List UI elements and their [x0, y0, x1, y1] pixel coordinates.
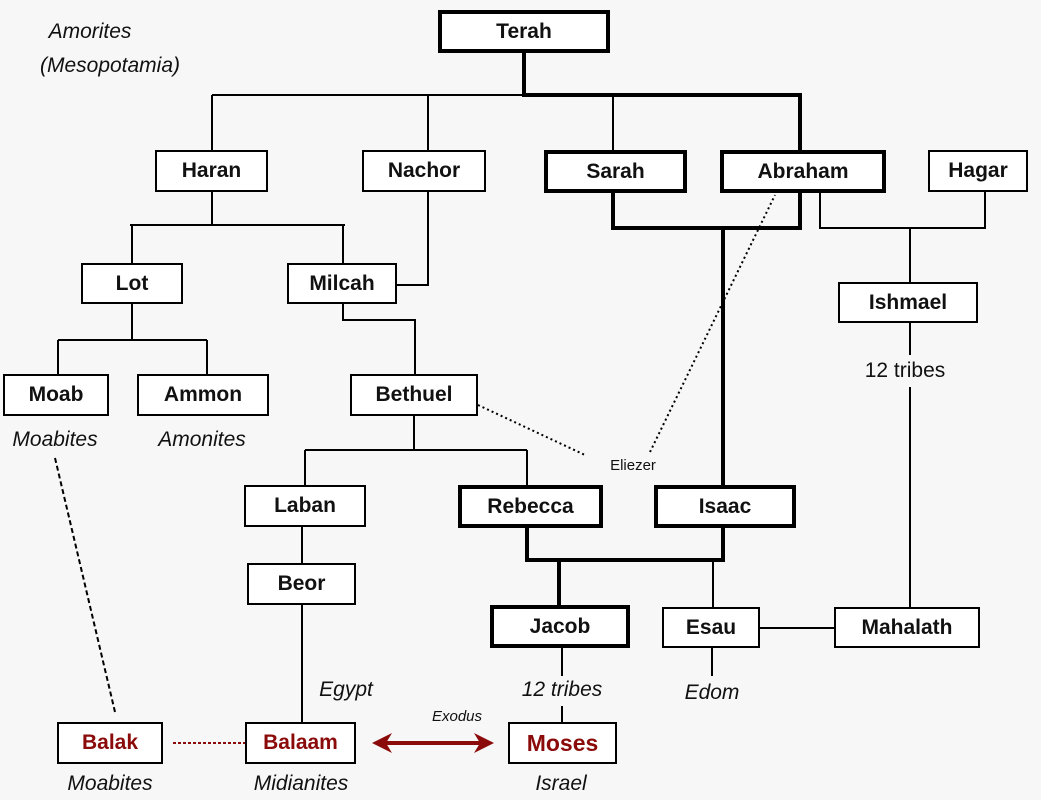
egypt-label: Egypt	[319, 678, 373, 701]
person-milcah: Milcah	[287, 263, 397, 304]
person-ammon: Ammon	[137, 374, 269, 416]
person-laban: Laban	[244, 485, 366, 527]
eliezer-label: Eliezer	[610, 457, 656, 474]
person-haran: Haran	[155, 150, 268, 192]
person-isaac: Isaac	[654, 485, 796, 528]
person-balak: Balak	[57, 722, 163, 764]
jacob-tribes-label: 12 tribes	[521, 678, 603, 701]
person-esau: Esau	[662, 607, 760, 648]
person-bethuel: Bethuel	[350, 374, 478, 416]
person-nachor: Nachor	[362, 150, 486, 192]
person-sarah: Sarah	[544, 150, 687, 193]
person-rebecca: Rebecca	[458, 485, 603, 528]
person-jacob: Jacob	[490, 605, 630, 648]
israel-label: Israel	[535, 772, 587, 795]
person-ishmael: Ishmael	[838, 282, 978, 323]
person-lot: Lot	[81, 263, 183, 304]
exodus-label: Exodus	[431, 708, 483, 725]
person-moses: Moses	[508, 722, 617, 764]
edom-label: Edom	[684, 681, 740, 704]
midianites-label: Midianites	[253, 772, 349, 795]
person-terah: Terah	[438, 10, 610, 53]
person-beor: Beor	[247, 563, 356, 605]
ishmael-tribes-label: 12 tribes	[864, 359, 946, 382]
amorites-label: Amorites	[48, 20, 132, 43]
moabites-label: Moabites	[12, 428, 98, 451]
mesopotamia-label: (Mesopotamia)	[39, 54, 181, 77]
person-mahalath: Mahalath	[834, 607, 980, 648]
amonites-label: Amonites	[158, 428, 246, 451]
person-abraham: Abraham	[720, 150, 886, 193]
person-hagar: Hagar	[928, 150, 1028, 192]
person-balaam: Balaam	[245, 722, 356, 764]
person-moab: Moab	[3, 374, 109, 416]
moabites-bottom-label: Moabites	[67, 772, 153, 795]
